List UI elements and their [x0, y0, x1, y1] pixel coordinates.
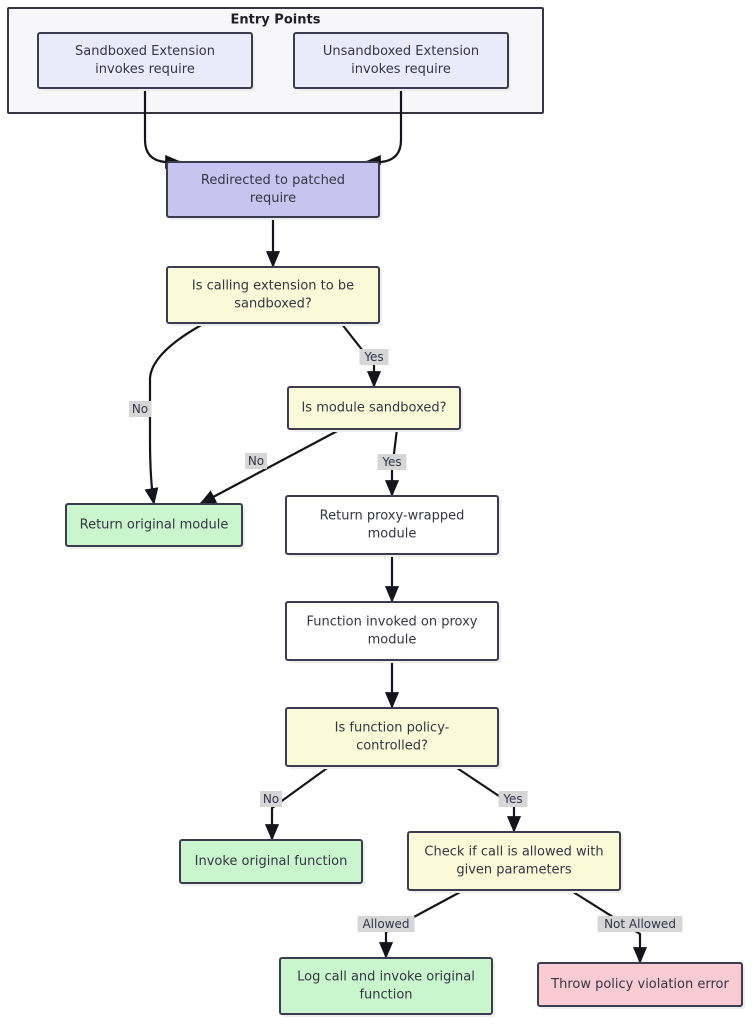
node-label: invokes require	[351, 62, 451, 77]
node-label: Unsandboxed Extension	[323, 44, 479, 59]
node-sandboxed_ext[interactable]: Sandboxed Extension invokes require	[37, 32, 255, 91]
node-label: Return proxy-wrapped	[320, 509, 465, 524]
edge-label-is_ext_sandboxed-to-return_original_module: No	[129, 401, 151, 417]
node-label: Is function policy-	[335, 721, 450, 736]
node-invoke_original_function[interactable]: Invoke original function	[179, 839, 365, 886]
edge-sandboxed_ext-to-patched_require	[143, 88, 182, 170]
edge-label-is_ext_sandboxed-to-is_module_sandboxed: Yes	[359, 349, 389, 365]
node-is_module_sandboxed[interactable]: Is module sandboxed?	[287, 386, 463, 432]
node-label: Invoke original function	[195, 854, 348, 869]
edge-label-text: No	[132, 402, 148, 416]
edge-label-is_policy_controlled-to-check_call_allowed: Yes	[498, 791, 528, 807]
node-label: function	[359, 988, 412, 1003]
node-label: Is calling extension to be	[192, 279, 354, 294]
node-label: require	[250, 191, 296, 206]
edge-label-text: Yes	[502, 792, 522, 806]
edge-check_call_allowed-to-throw_policy_error	[569, 889, 648, 964]
edge-label-check_call_allowed-to-log_and_invoke: Allowed	[357, 916, 415, 932]
node-throw_policy_error[interactable]: Throw policy violation error	[537, 962, 745, 1009]
edge-label-text: No	[248, 454, 264, 468]
node-label: sandboxed?	[234, 297, 311, 312]
node-return_proxy_module[interactable]: Return proxy-wrapped module	[285, 495, 501, 557]
node-label: module	[368, 527, 417, 542]
node-return_original_module[interactable]: Return original module	[65, 503, 245, 549]
edge-label-text: Not Allowed	[604, 917, 676, 931]
node-label: Sandboxed Extension	[75, 44, 215, 59]
node-label: invokes require	[95, 62, 195, 77]
edge-label-text: No	[263, 792, 279, 806]
node-label: controlled?	[356, 739, 428, 754]
edge-is_ext_sandboxed-to-return_original_module	[144, 322, 206, 505]
node-patched_require[interactable]: Redirected to patched require	[166, 161, 382, 220]
edge-label-is_policy_controlled-to-invoke_original_function: No	[260, 791, 282, 807]
node-is_policy_controlled[interactable]: Is function policy-controlled?	[285, 707, 501, 769]
edge-label-is_module_sandboxed-to-return_original_module: No	[245, 453, 267, 469]
edge-is_policy_controlled-to-invoke_original_function	[264, 765, 331, 841]
node-label: Return original module	[80, 518, 229, 533]
node-check_call_allowed[interactable]: Check if call is allowed with given param…	[407, 831, 623, 893]
edge-label-is_module_sandboxed-to-return_proxy_module: Yes	[377, 454, 407, 470]
node-label: Throw policy violation error	[550, 977, 729, 992]
edge-unsandboxed_ext-to-patched_require	[364, 88, 403, 170]
node-label: module	[368, 633, 417, 648]
node-unsandboxed_ext[interactable]: Unsandboxed Extension invokes require	[293, 32, 511, 91]
edge-label-text: Yes	[381, 455, 401, 469]
node-log_and_invoke[interactable]: Log call and invoke original function	[279, 957, 495, 1017]
node-label: Log call and invoke original	[297, 970, 475, 985]
node-function_invoked[interactable]: Function invoked on proxy module	[285, 601, 501, 663]
node-label: given parameters	[456, 863, 572, 878]
edge-is_module_sandboxed-to-return_original_module	[199, 428, 342, 505]
cluster-title: Entry Points	[231, 13, 321, 28]
node-label: Check if call is allowed with	[424, 845, 603, 860]
node-label: Function invoked on proxy	[307, 615, 478, 630]
node-is_ext_sandboxed[interactable]: Is calling extension to be sandboxed?	[166, 266, 382, 326]
edge-label-text: Allowed	[362, 917, 409, 931]
edge-label-check_call_allowed-to-throw_policy_error: Not Allowed	[597, 916, 683, 932]
node-label: Is module sandboxed?	[301, 401, 446, 416]
node-label: Redirected to patched	[201, 173, 345, 188]
edge-label-text: Yes	[363, 350, 383, 364]
